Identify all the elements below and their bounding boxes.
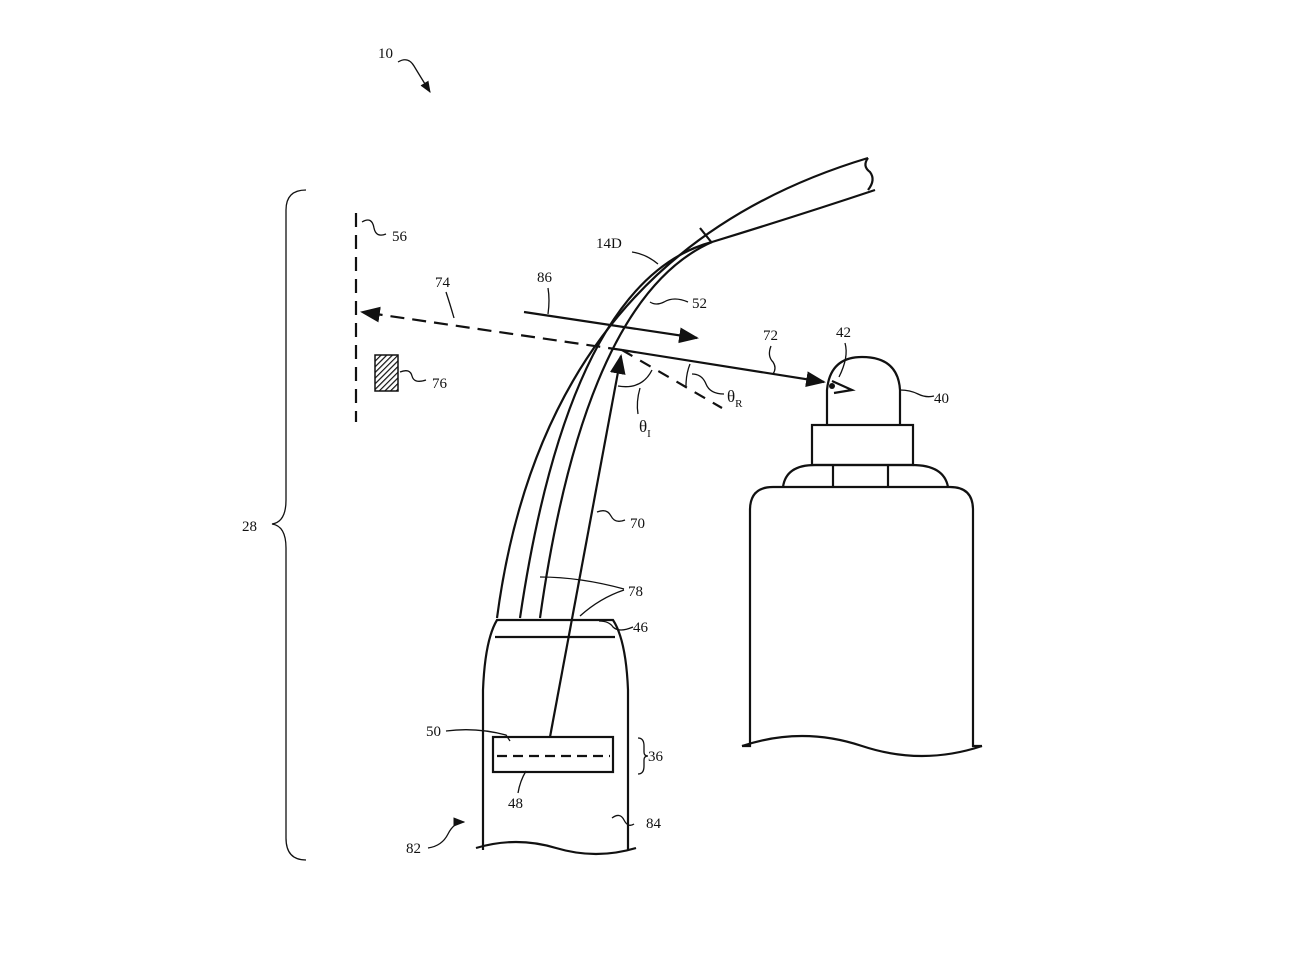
reflected-ray-72 (621, 348, 826, 388)
leader-42 (838, 342, 847, 378)
eye-pupil (829, 383, 835, 389)
leader-56 (361, 219, 387, 236)
windshield-break (864, 157, 874, 191)
windshield-coating (538, 240, 713, 619)
theta-i-arc (617, 369, 653, 388)
label-40: 40 (934, 391, 949, 407)
label-56: 56 (392, 229, 408, 245)
label-42: 42 (836, 325, 851, 341)
occupant-body (742, 485, 982, 748)
dashboard-break (475, 840, 637, 856)
label-74: 74 (435, 275, 451, 291)
occupant-head (825, 355, 902, 425)
leader-14d (631, 251, 659, 265)
label-36: 36 (648, 749, 664, 765)
eye-icon (831, 379, 856, 395)
occupant-shoulders (781, 463, 950, 488)
leader-84 (611, 814, 635, 826)
label-50: 50 (426, 724, 441, 740)
label-52: 52 (692, 296, 707, 312)
leader-52 (649, 298, 689, 305)
label-10: 10 (378, 46, 393, 62)
label-48: 48 (508, 796, 523, 812)
occupant-break (741, 734, 983, 758)
incident-ray-70 (548, 354, 626, 738)
leader-86 (547, 287, 550, 315)
leader-72 (768, 345, 776, 375)
label-84: 84 (646, 816, 662, 832)
windshield-outer (495, 156, 869, 619)
windshield-inner (518, 188, 876, 619)
brace-28 (271, 189, 307, 861)
label-72: 72 (763, 328, 778, 344)
leader-50 (445, 729, 511, 742)
label-76: 76 (432, 376, 448, 392)
leader-theta-r (691, 373, 725, 395)
brace-36 (637, 737, 649, 775)
display-36 (491, 735, 615, 774)
coating-edge (699, 227, 713, 244)
occupant-collar (810, 423, 915, 467)
leader-78b (579, 589, 625, 617)
leader-10 (397, 59, 431, 93)
external-object (374, 354, 399, 392)
label-86: 86 (537, 270, 553, 286)
label-70: 70 (630, 516, 645, 532)
dashboard-84 (481, 618, 630, 850)
leader-76 (399, 370, 427, 382)
label-78: 78 (628, 584, 643, 600)
ambient-ray-86 (523, 310, 699, 344)
leader-74 (445, 291, 455, 319)
label-46: 46 (633, 620, 649, 636)
theta-r-arc (685, 363, 691, 387)
leader-78a (539, 576, 625, 590)
leader-48 (517, 770, 527, 794)
leader-40 (899, 389, 935, 398)
label-theta-i: θI (639, 417, 651, 440)
leader-46 (598, 620, 634, 631)
label-28: 28 (242, 519, 257, 535)
label-theta-r: θR (727, 387, 743, 410)
label-14d: 14D (596, 236, 622, 252)
leader-82 (427, 817, 466, 849)
leader-70 (596, 510, 626, 522)
label-82: 82 (406, 841, 421, 857)
virtual-ray-74 (360, 306, 623, 352)
leader-theta-i (636, 387, 641, 415)
